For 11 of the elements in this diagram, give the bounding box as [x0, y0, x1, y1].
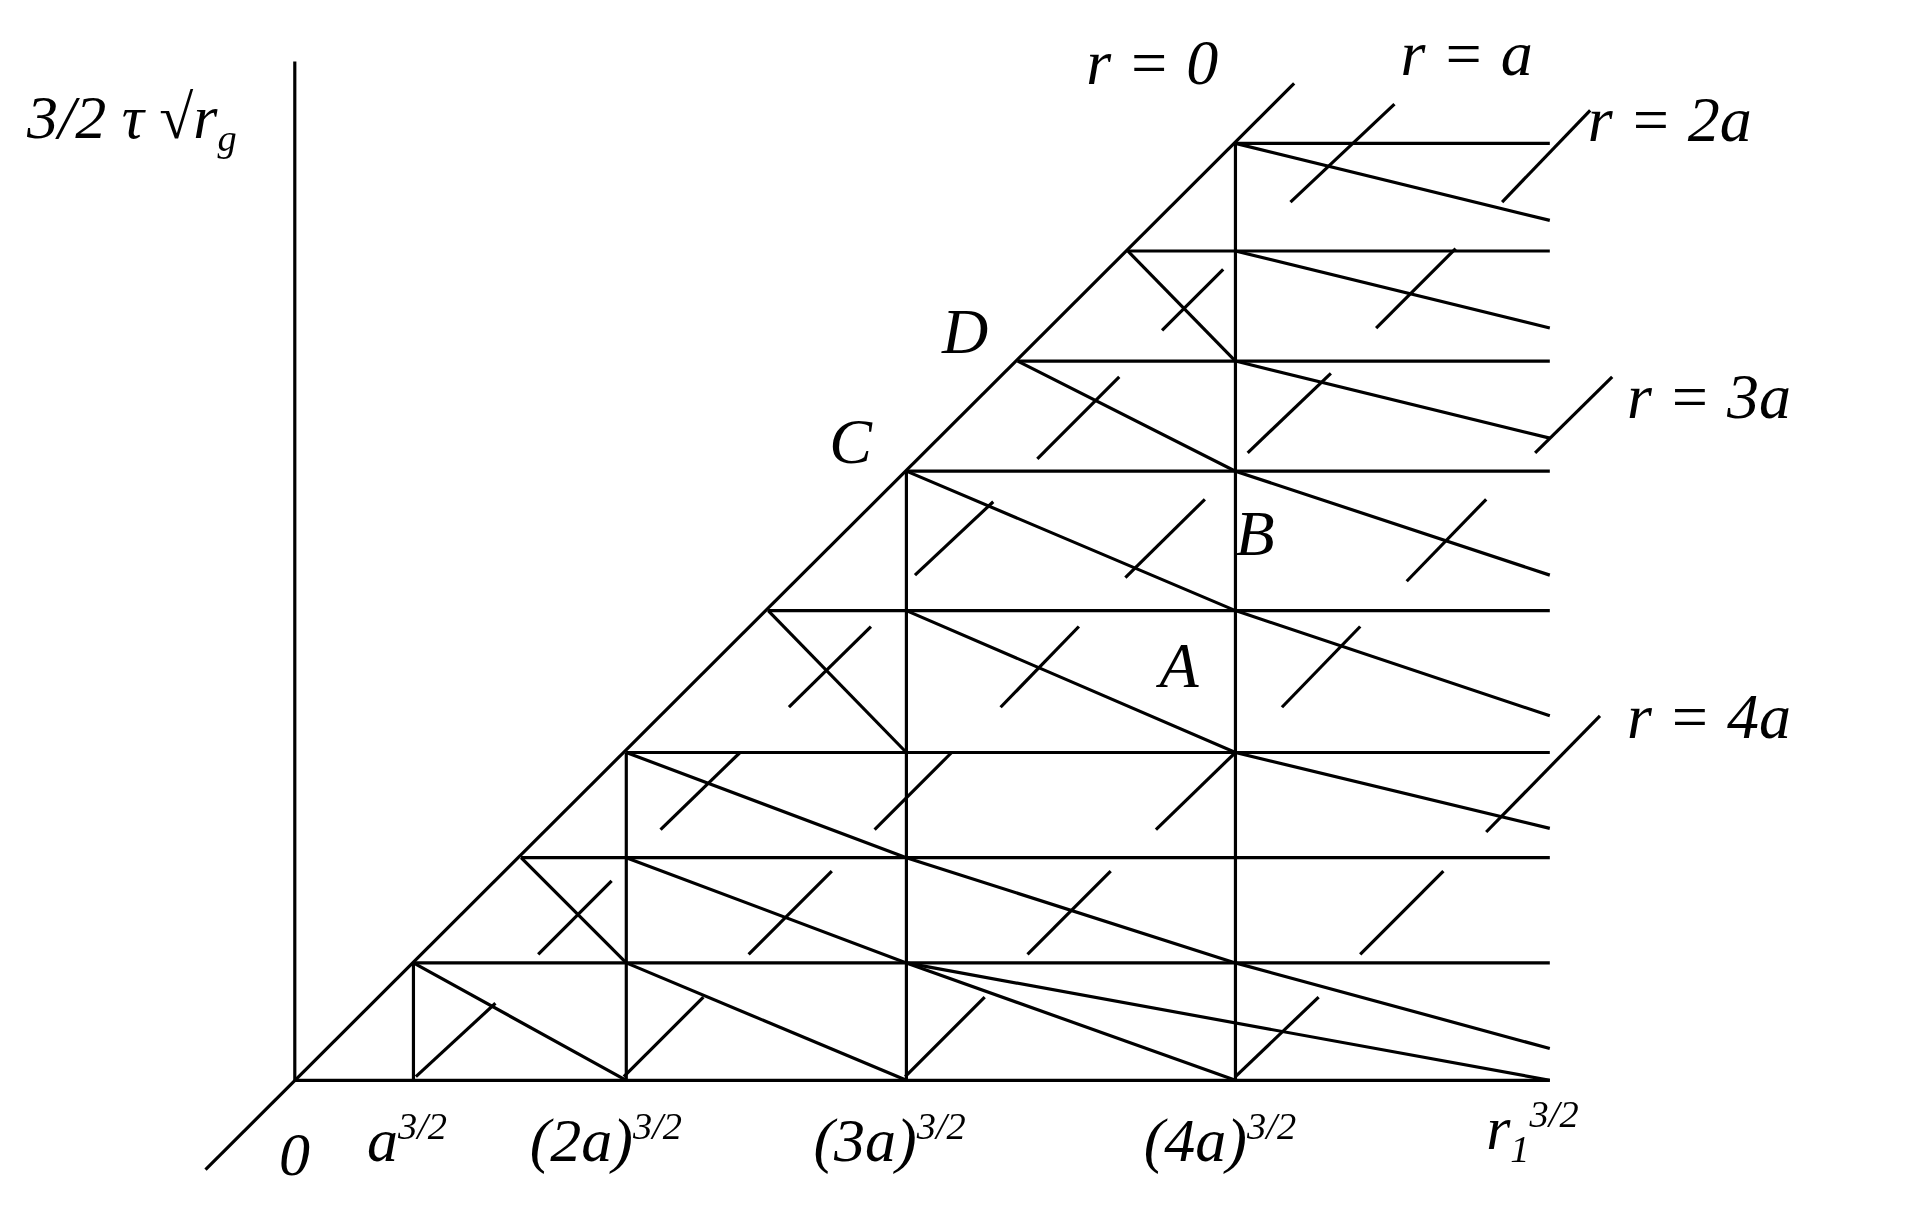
axis-label: 3/2 τ √r$_{g}$: [26, 85, 237, 158]
curve-label: r = a: [1400, 22, 1533, 86]
tick-label: a$^{3/2}$: [366, 1107, 448, 1171]
point-label: D: [941, 299, 989, 364]
curve-label: r = 3a: [1626, 364, 1791, 429]
point-label: B: [1235, 501, 1275, 566]
curve-label: r = 2a: [1587, 88, 1752, 153]
curve-label: r = 4a: [1626, 685, 1791, 749]
tick-label: 0: [278, 1122, 310, 1185]
point-label: C: [829, 409, 872, 474]
curve-label: r = 0: [1086, 30, 1219, 95]
